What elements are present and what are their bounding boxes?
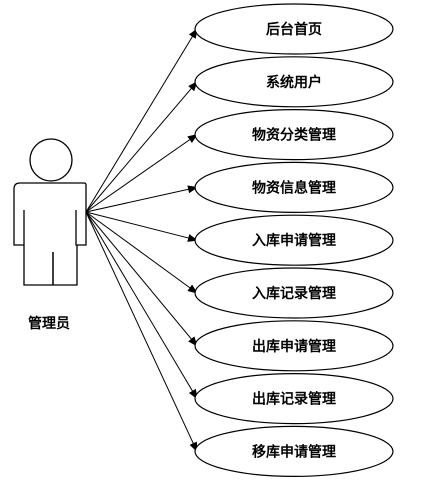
use-case-label: 系统用户: [266, 74, 322, 91]
use-case-list: 后台首页系统用户物资分类管理物资信息管理入库申请管理入库记录管理出库申请管理出库…: [194, 3, 394, 477]
use-case-ellipse: [194, 373, 394, 425]
use-case-ellipse: [194, 214, 394, 266]
use-case-label: 后台首页: [266, 21, 322, 38]
use-case-category: 物资分类管理: [194, 109, 394, 161]
use-case-outbound-request: 出库申请管理: [194, 320, 394, 372]
actor-head: [29, 138, 73, 182]
association-arrow-inbound-record: [85, 211, 198, 294]
use-case-inbound-request: 入库申请管理: [194, 214, 394, 266]
use-case-material-info: 物资信息管理: [194, 161, 394, 213]
association-arrow-home: [85, 28, 198, 213]
use-case-label: 出库记录管理: [252, 391, 336, 408]
association-arrow-category: [85, 134, 198, 213]
actor-label: 管理员: [28, 315, 70, 332]
association-arrow-system-user: [85, 81, 198, 213]
use-case-ellipse: [194, 425, 394, 477]
use-case-ellipse: [194, 109, 394, 161]
use-case-label: 入库申请管理: [252, 232, 336, 249]
actor-figure: [13, 138, 87, 286]
use-case-home: 后台首页: [194, 3, 394, 55]
association-arrow-outbound-record: [85, 211, 198, 400]
use-case-ellipse: [194, 56, 394, 108]
actor-body: [13, 182, 87, 286]
association-arrow-material-info: [85, 185, 198, 213]
use-case-system-user: 系统用户: [194, 56, 394, 108]
use-case-label: 入库记录管理: [252, 285, 336, 302]
association-arrow-outbound-request: [85, 211, 198, 347]
use-case-label: 物资信息管理: [252, 179, 336, 196]
association-arrow-inbound-request: [85, 211, 198, 242]
association-lines: [85, 28, 198, 453]
use-case-outbound-record: 出库记录管理: [194, 373, 394, 425]
use-case-transfer-request: 移库申请管理: [194, 425, 394, 477]
use-case-label: 移库申请管理: [252, 443, 336, 460]
use-case-label: 出库申请管理: [252, 338, 336, 355]
use-case-ellipse: [194, 3, 394, 55]
use-case-ellipse: [194, 267, 394, 319]
association-arrow-transfer-request: [85, 211, 198, 453]
use-case-ellipse: [194, 320, 394, 372]
use-case-ellipse: [194, 161, 394, 213]
use-case-inbound-record: 入库记录管理: [194, 267, 394, 319]
use-case-label: 物资分类管理: [252, 127, 336, 144]
